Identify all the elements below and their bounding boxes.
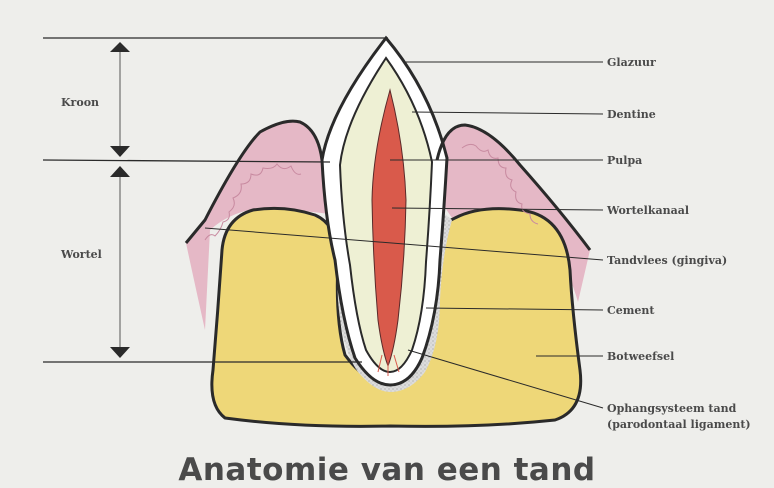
kroon-arrow-up xyxy=(110,42,130,52)
label-glazuur: Glazuur xyxy=(607,56,656,69)
label-kroon: Kroon xyxy=(61,96,99,109)
diagram-title: Anatomie van een tand xyxy=(0,452,774,488)
label-pulpa: Pulpa xyxy=(607,154,642,167)
kroon-arrow-down xyxy=(110,146,130,157)
dentine-leader xyxy=(412,112,603,114)
wortel-arrow-down xyxy=(110,347,130,358)
label-botweefsel: Botweefsel xyxy=(607,350,674,363)
label-ophangsysteem-1: Ophangsysteem tand xyxy=(607,402,736,415)
label-tandvlees: Tandvlees (gingiva) xyxy=(607,254,727,267)
label-dentine: Dentine xyxy=(607,108,656,121)
wortel-arrow-up xyxy=(110,166,130,177)
label-cement: Cement xyxy=(607,304,654,317)
label-ophangsysteem-2: (parodontaal ligament) xyxy=(607,418,751,431)
label-wortelkanaal: Wortelkanaal xyxy=(607,204,689,217)
label-wortel: Wortel xyxy=(61,248,102,261)
